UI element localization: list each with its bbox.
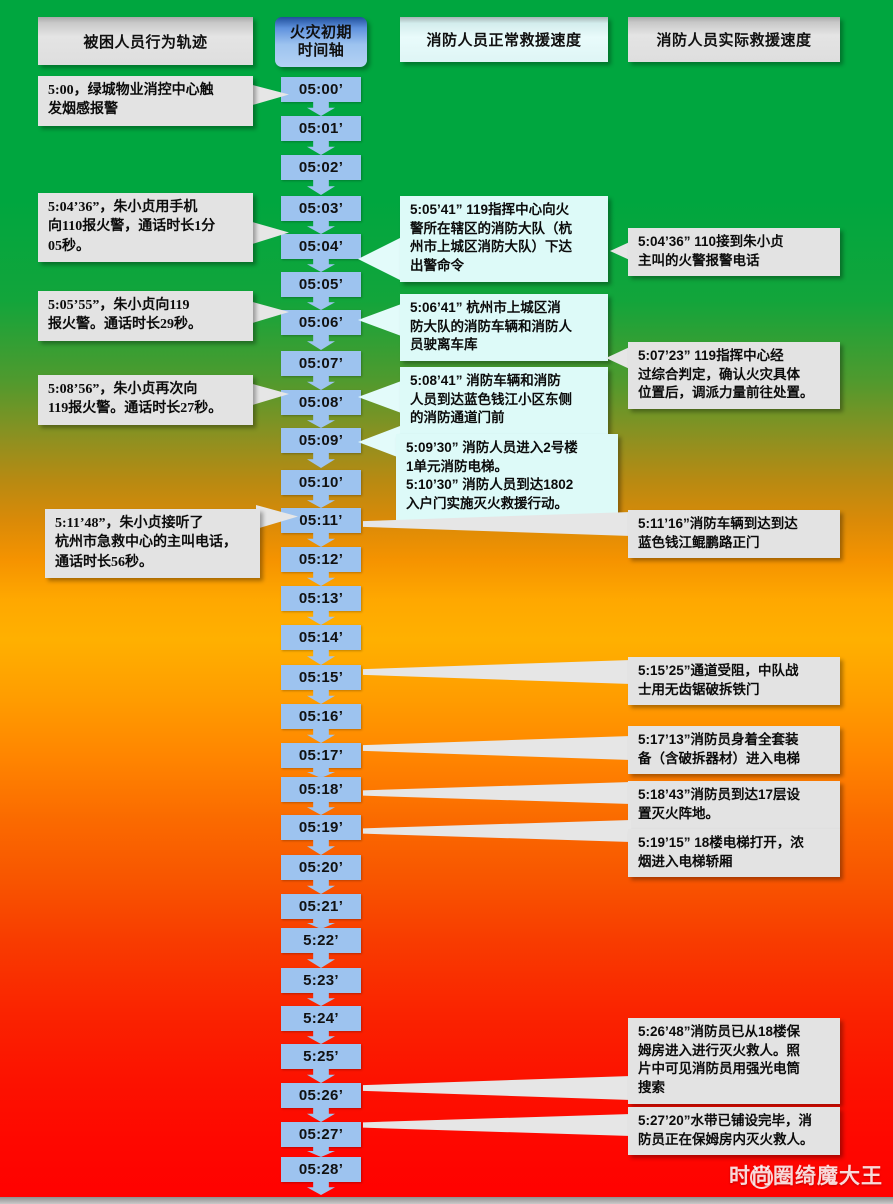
timeline-down-arrow-icon — [307, 101, 335, 116]
timeline-chip: 05:14’ — [281, 625, 361, 650]
timeline-chip: 05:05’ — [281, 272, 361, 297]
timeline-down-arrow-icon — [307, 1030, 335, 1044]
column-header-victim-actions: 被困人员行为轨迹 — [38, 17, 253, 65]
callout-connector — [358, 380, 404, 414]
callout-connector — [358, 303, 404, 337]
callout-connector — [358, 236, 404, 282]
bottom-strip — [0, 1197, 893, 1204]
timeline-chip: 05:17’ — [281, 743, 361, 768]
column-header-normal-rescue-speed: 消防人员正常救援速度 — [400, 17, 608, 62]
actual-rescue-callout: 5:07’23” 119指挥中心经 过综合判定，确认火灾具体 位置后，调派力量前… — [628, 342, 840, 409]
callout-connector — [363, 736, 631, 760]
timeline-down-arrow-icon — [307, 494, 335, 508]
timeline-down-arrow-icon — [307, 610, 335, 625]
callout-connector — [363, 1076, 631, 1100]
callout-connector — [363, 782, 631, 804]
timeline-down-arrow-icon — [307, 728, 335, 743]
timeline-chip: 05:08’ — [281, 390, 361, 415]
victim-action-callout: 5:05’55”，朱小贞向119 报火警。通话时长29秒。 — [38, 291, 253, 341]
timeline-chip: 5:24’ — [281, 1006, 361, 1031]
normal-rescue-callout: 5:06’41” 杭州市上城区消 防大队的消防车辆和消防人 员驶离车库 — [400, 294, 608, 361]
timeline-down-arrow-icon — [307, 296, 335, 310]
callout-connector — [363, 1114, 631, 1136]
timeline-down-arrow-icon — [307, 918, 335, 929]
timeline-chip: 05:26’ — [281, 1083, 361, 1108]
normal-rescue-callout: 5:05’41” 119指挥中心向火 警所在辖区的消防大队（杭 州市上城区消防大… — [400, 196, 608, 282]
timeline-chip: 05:07’ — [281, 351, 361, 376]
timeline-chip: 05:02’ — [281, 155, 361, 180]
timeline-down-arrow-icon — [307, 1068, 335, 1083]
timeline-down-arrow-icon — [307, 767, 335, 778]
timeline-chip: 05:20’ — [281, 855, 361, 880]
circle-logo-icon — [750, 1166, 773, 1189]
timeline-header-line2: 时间轴 — [297, 42, 345, 59]
timeline-down-arrow-icon — [307, 334, 335, 350]
normal-rescue-callout: 5:08’41” 消防车辆和消防 人员到达蓝色钱江小区东侧 的消防通道门前 — [400, 367, 608, 434]
timeline-down-arrow-icon — [307, 992, 335, 1006]
callout-connector — [363, 820, 631, 842]
victim-action-callout: 5:04’36”，朱小贞用手机 向110报火警，通话时长1分 05秒。 — [38, 193, 253, 262]
timeline-chip: 05:12’ — [281, 547, 361, 572]
timeline-chip: 05:03’ — [281, 196, 361, 221]
timeline-down-arrow-icon — [307, 220, 335, 234]
actual-rescue-callout: 5:19’15” 18楼电梯打开，浓 烟进入电梯轿厢 — [628, 829, 840, 878]
timeline-down-arrow-icon — [307, 179, 335, 195]
timeline-chip: 05:18’ — [281, 777, 361, 802]
timeline-down-arrow-icon — [307, 452, 335, 468]
timeline-chip: 5:23’ — [281, 968, 361, 993]
actual-rescue-callout: 5:17’13”消防员身着全套装 备（含破拆器材）进入电梯 — [628, 726, 840, 775]
timeline-chip: 05:10’ — [281, 470, 361, 495]
timeline-chip: 05:09’ — [281, 428, 361, 453]
timeline-down-arrow-icon — [307, 879, 335, 894]
timeline-down-arrow-icon — [307, 532, 335, 547]
timeline-chip: 05:00’ — [281, 77, 361, 102]
timeline-chip: 05:01’ — [281, 116, 361, 141]
actual-rescue-callout: 5:18’43”消防员到达17层设 置灭火阵地。 — [628, 781, 840, 830]
column-header-timeline: 火灾初期 时间轴 — [275, 17, 367, 67]
timeline-chip: 05:04’ — [281, 234, 361, 259]
timeline-chip: 05:21’ — [281, 894, 361, 919]
timeline-down-arrow-icon — [307, 1146, 335, 1157]
actual-rescue-callout: 5:26’48”消防员已从18楼保 姆房进入进行灭火救人。照 片中可见消防员用强… — [628, 1018, 840, 1104]
timeline-chip: 05:13’ — [281, 586, 361, 611]
timeline-down-arrow-icon — [307, 258, 335, 272]
timeline-down-arrow-icon — [307, 689, 335, 704]
timeline-chip: 05:16’ — [281, 704, 361, 729]
timeline-chip: 05:19’ — [281, 815, 361, 840]
actual-rescue-callout: 5:15’25”通道受阻，中队战 士用无齿锯破拆铁门 — [628, 657, 840, 706]
timeline-chip: 5:25’ — [281, 1044, 361, 1069]
timeline-down-arrow-icon — [307, 801, 335, 815]
timeline-chip: 05:06’ — [281, 310, 361, 335]
normal-rescue-callout: 5:09’30” 消防人员进入2号楼 1单元消防电梯。 5:10’30” 消防人… — [396, 434, 618, 520]
timeline-down-arrow-icon — [307, 839, 335, 855]
actual-rescue-callout: 5:11’16”消防车辆到达到达 蓝色钱江鲲鹏路正门 — [628, 510, 840, 559]
callout-connector — [358, 426, 400, 458]
callout-connector — [363, 660, 631, 684]
timeline-down-arrow-icon — [307, 1107, 335, 1122]
timeline-chip: 05:15’ — [281, 665, 361, 690]
timeline-down-arrow-icon — [307, 952, 335, 968]
timeline-header-line1: 火灾初期 — [289, 24, 352, 42]
timeline-chip: 05:11’ — [281, 508, 361, 533]
timeline-down-arrow-icon — [307, 375, 335, 390]
victim-action-callout: 5:11’48”，朱小贞接听了 杭州市急救中心的主叫电话， 通话时长56秒。 — [45, 509, 260, 578]
timeline-down-arrow-icon — [307, 649, 335, 665]
victim-action-callout: 5:08’56”，朱小贞再次向 119报火警。通话时长27秒。 — [38, 375, 253, 425]
timeline-down-arrow-icon — [307, 571, 335, 586]
actual-rescue-callout: 5:04’36” 110接到朱小贞 主叫的火警报警电话 — [628, 228, 840, 277]
timeline-down-arrow-icon — [307, 140, 335, 155]
timeline-chip: 05:28’ — [281, 1157, 361, 1182]
timeline-chip: 05:27’ — [281, 1122, 361, 1147]
victim-action-callout: 5:00，绿城物业消控中心触 发烟感报警 — [38, 76, 253, 126]
timeline-down-arrow-icon — [307, 1181, 335, 1195]
timeline-down-arrow-icon — [307, 414, 335, 428]
column-header-actual-rescue-speed: 消防人员实际救援速度 — [628, 17, 840, 62]
timeline-chip: 5:22’ — [281, 928, 361, 953]
actual-rescue-callout: 5:27’20”水带已铺设完毕，消 防员正在保姆房内灭火救人。 — [628, 1107, 840, 1156]
watermark: 时尚圈绮魔大王 — [729, 1165, 883, 1188]
